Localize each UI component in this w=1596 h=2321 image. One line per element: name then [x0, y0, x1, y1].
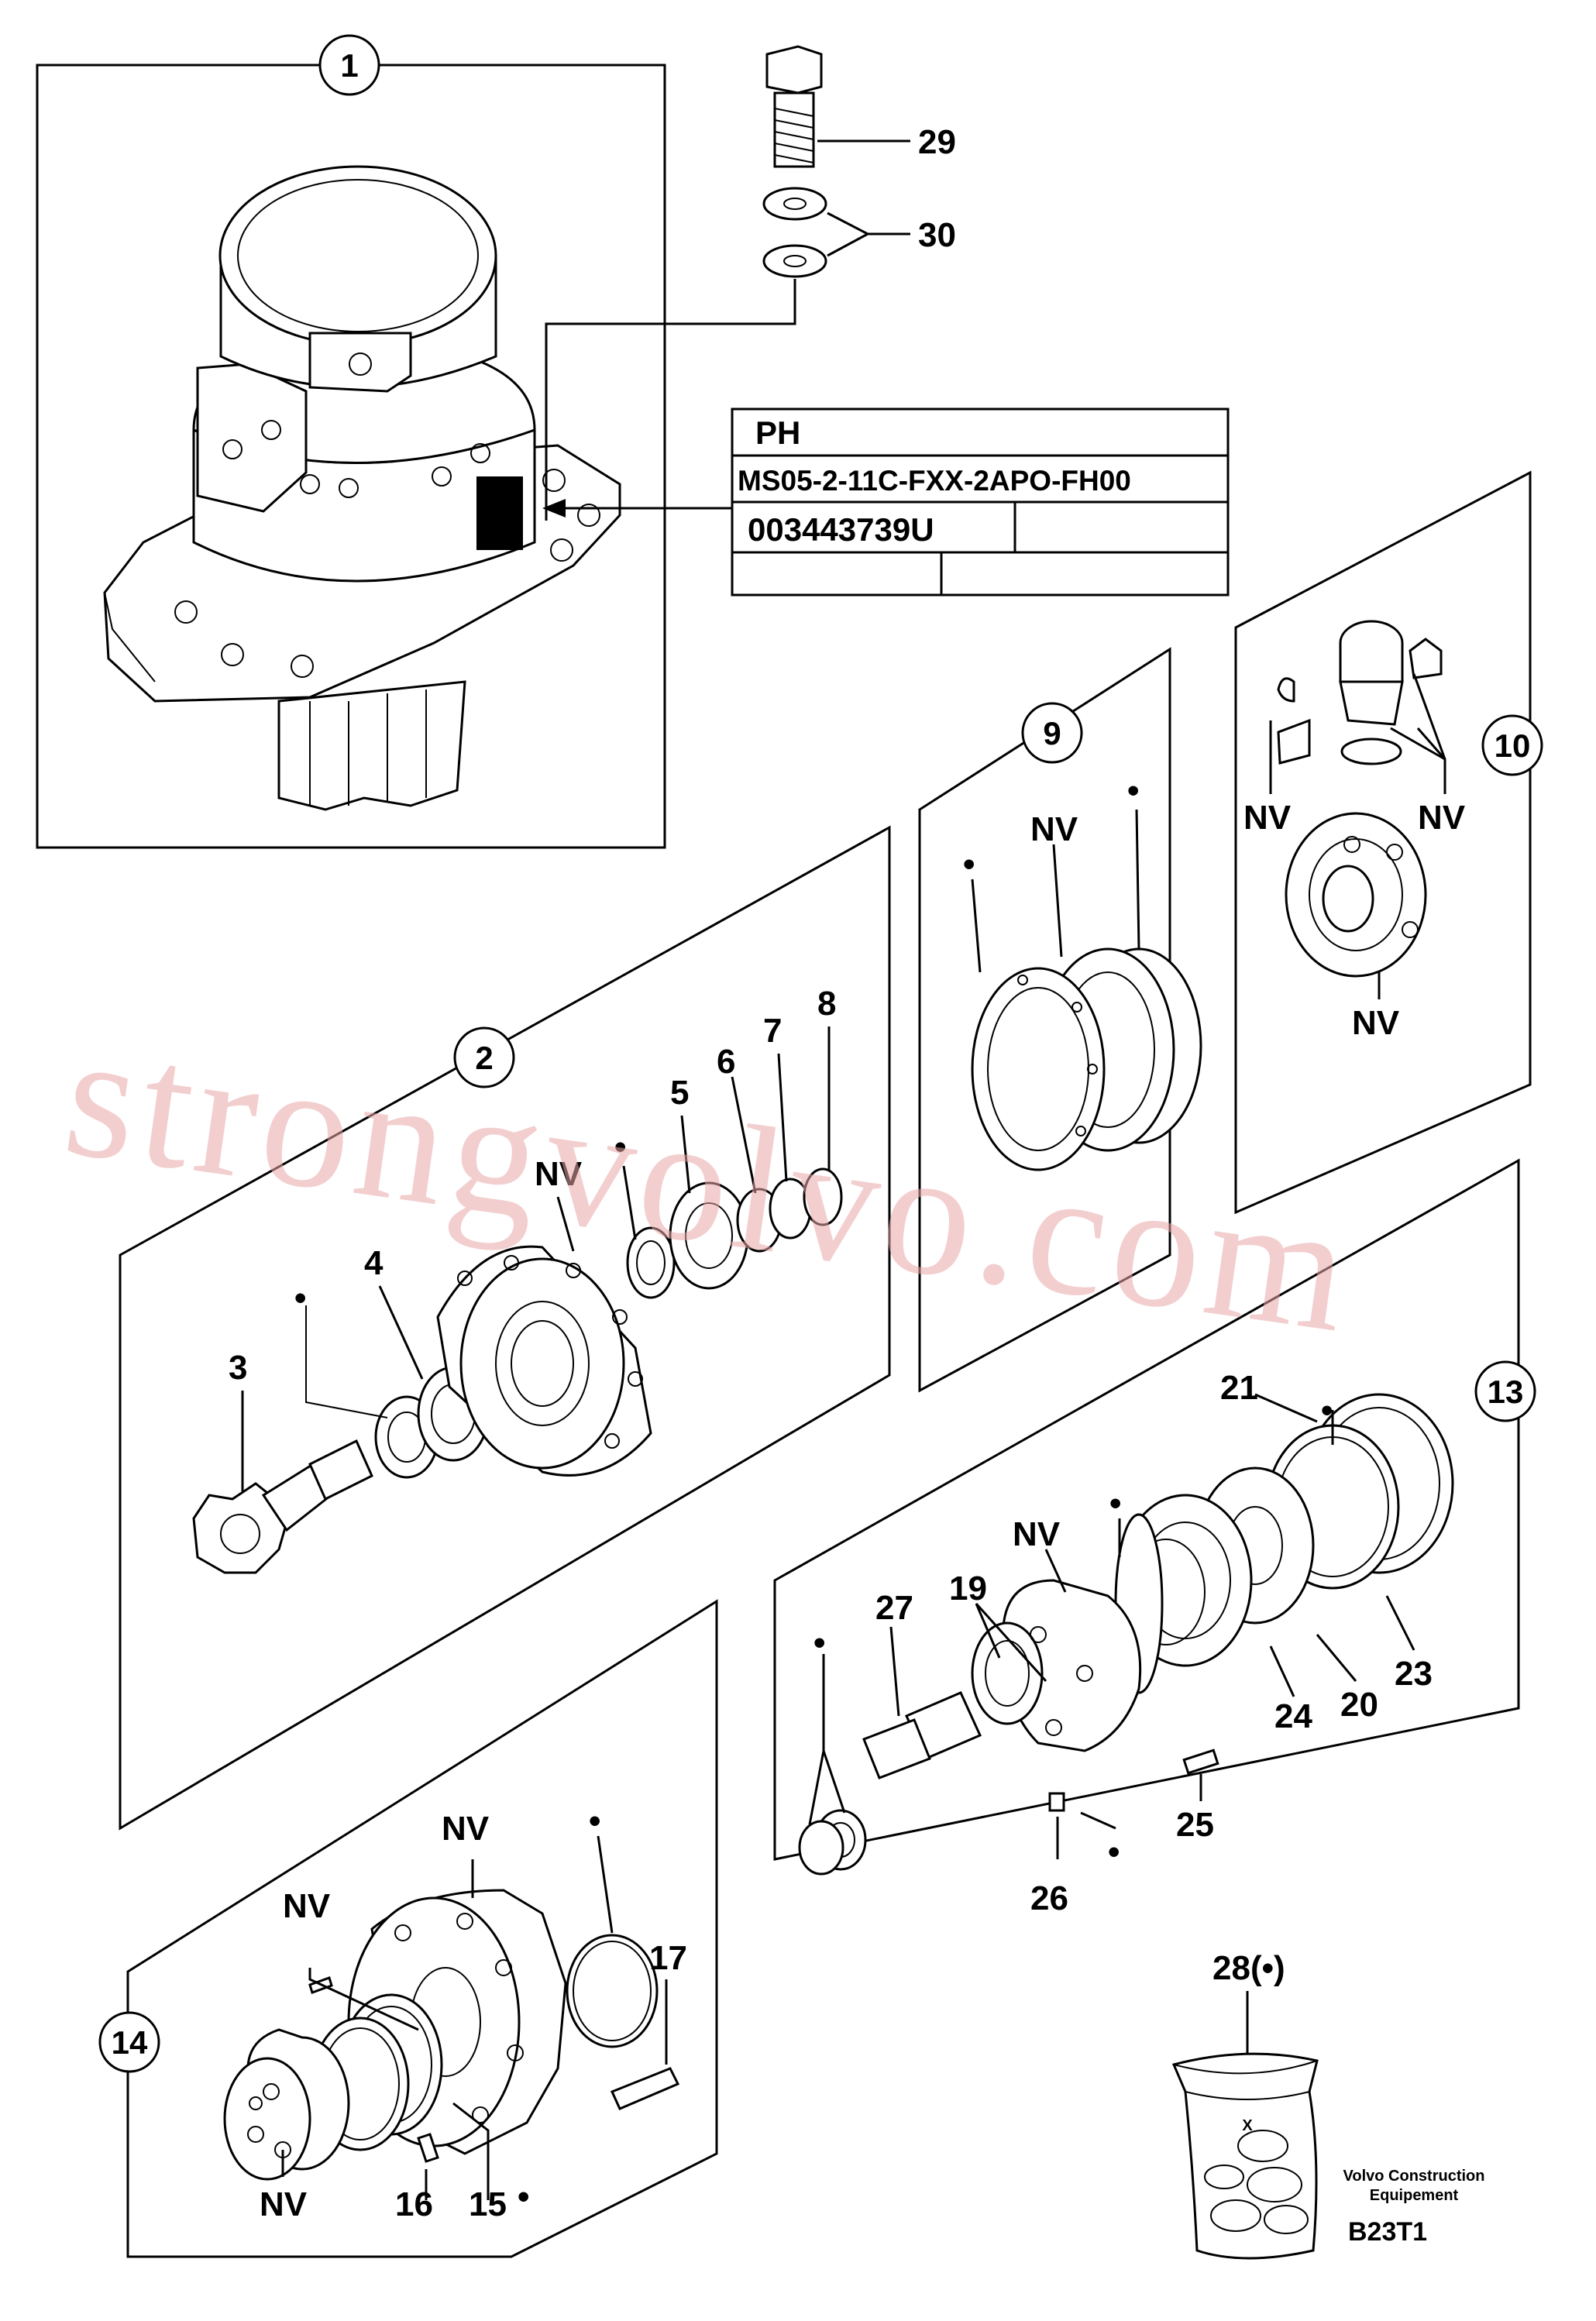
- kit-mark: X: [1242, 2117, 1253, 2134]
- callout-5: 5: [670, 1074, 689, 1112]
- spring-16: [417, 2133, 439, 2163]
- callout-nv-panel13: NV: [1013, 1515, 1061, 1553]
- figure-footer: Volvo Construction Equipement B23T1: [1343, 2168, 1485, 2247]
- callout-17: 17: [649, 1939, 687, 1977]
- group-1-callout: [318, 34, 380, 96]
- callout-20: 20: [1340, 1686, 1378, 1724]
- seal-kit-bag: 28(•) X: [1171, 1949, 1319, 2260]
- fasteners-and-nameplate: 29 30 PH MS05-2-11C-FXX-2APO-FH00 003443…: [542, 45, 1230, 597]
- bolt-17: [610, 2067, 680, 2110]
- bullet-15: •: [518, 2178, 529, 2216]
- nameplate-serial: 003443739U: [748, 511, 934, 548]
- bullet-13-bottom: •: [1108, 1833, 1120, 1871]
- callout-6: 6: [717, 1043, 735, 1081]
- group-9-callout: [1021, 702, 1083, 764]
- bullet-3: •: [294, 1279, 306, 1317]
- callout-23: 23: [1395, 1655, 1433, 1693]
- bullet-14-oring: •: [589, 1802, 600, 1840]
- panel-group-10: 10 NV NV NV: [1234, 470, 1543, 1215]
- callout-16: 16: [395, 2185, 433, 2223]
- nameplate-code: PH: [755, 414, 800, 451]
- callout-7: 7: [763, 1012, 782, 1050]
- group-10-callout: [1481, 714, 1543, 776]
- brand-line-1: Volvo Construction: [1343, 2168, 1485, 2185]
- panel-group-2: 2 3 4 • NV •: [119, 825, 891, 1831]
- bullet-seal: •: [614, 1128, 626, 1166]
- group-13-callout: [1474, 1360, 1536, 1422]
- callout-19: 19: [949, 1570, 987, 1608]
- group-13-number: 13: [1488, 1374, 1524, 1410]
- brand-line-2: Equipement: [1370, 2187, 1459, 2204]
- group-10-number: 10: [1495, 727, 1531, 764]
- callout-nv-panel14-bottom: NV: [260, 2185, 308, 2223]
- callout-30: 30: [918, 216, 956, 254]
- bullet-13-oring: •: [1109, 1484, 1121, 1522]
- brake-stack: [1114, 1393, 1454, 1694]
- callout-8: 8: [817, 985, 836, 1023]
- callout-28: 28(•): [1212, 1949, 1285, 1987]
- panel-group-1: 1: [36, 34, 666, 849]
- callout-21: 21: [1220, 1369, 1258, 1407]
- bearing-housing: [436, 1245, 652, 1477]
- valve-parts: [1277, 620, 1443, 978]
- callout-nv-panel10-bottom: NV: [1352, 1004, 1400, 1042]
- bullet-13-top: •: [1321, 1391, 1333, 1429]
- cylinder-block: [223, 2028, 350, 2181]
- callout-nv-panel10-right: NV: [1418, 799, 1466, 837]
- retaining-ring: [803, 1167, 843, 1226]
- group-1-number: 1: [340, 47, 358, 84]
- panel-group-14: 14 NV • 17 NV: [98, 1599, 718, 2258]
- group-14-callout: [98, 2011, 160, 2073]
- ring-gear-set: [971, 947, 1202, 1171]
- callout-26: 26: [1030, 1879, 1068, 1917]
- bullet-9b: •: [963, 845, 975, 883]
- callout-29: 29: [918, 123, 956, 161]
- group-2-number: 2: [475, 1040, 493, 1076]
- callout-nv-panel14-pin: NV: [283, 1887, 331, 1925]
- callout-nv-panel14-top: NV: [442, 1810, 490, 1848]
- callout-27: 27: [875, 1589, 913, 1627]
- nameplate-model: MS05-2-11C-FXX-2APO-FH00: [738, 465, 1131, 497]
- group-2-callout: [453, 1026, 515, 1088]
- figure-code: B23T1: [1348, 2217, 1427, 2247]
- pinion-shaft: [192, 1439, 373, 1574]
- group-9-number: 9: [1043, 715, 1061, 751]
- callout-25: 25: [1176, 1806, 1214, 1844]
- oil-seal: [626, 1226, 676, 1299]
- panel-group-13: 13 • • 21: [773, 1158, 1536, 1917]
- bullet-9a: •: [1127, 772, 1139, 810]
- callout-15: 15: [469, 2185, 507, 2223]
- callout-3: 3: [229, 1349, 247, 1387]
- callout-nv-panel2: NV: [535, 1155, 583, 1193]
- carrier-assembly: [798, 1579, 1219, 1876]
- swing-motor-assembly: [103, 165, 621, 811]
- callout-4: 4: [364, 1244, 384, 1282]
- callout-nv-panel9: NV: [1030, 810, 1078, 848]
- group-14-number: 14: [112, 2024, 148, 2061]
- callout-24: 24: [1274, 1697, 1312, 1735]
- callout-nv-panel10-left: NV: [1243, 799, 1292, 837]
- panel-group-9: 9 NV • •: [918, 647, 1202, 1393]
- o-ring: [566, 1934, 659, 2048]
- bullet-13-left: •: [813, 1624, 825, 1662]
